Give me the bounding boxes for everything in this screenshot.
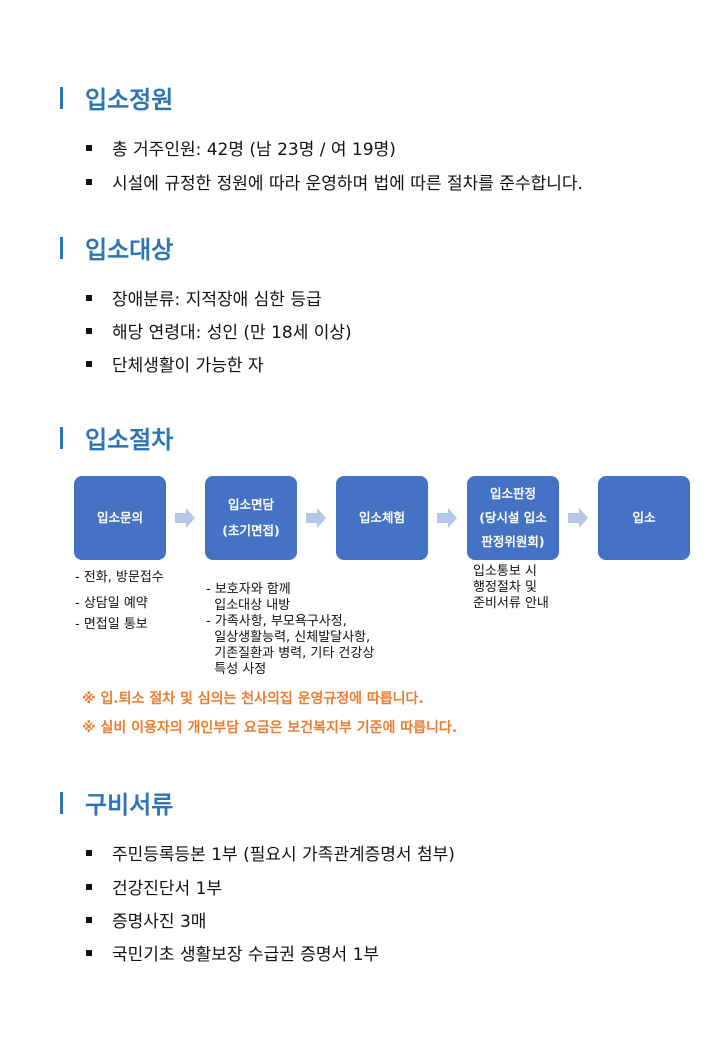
bullet-text: 국민기초 생활보장 수급권 증명서 1부 (112, 945, 380, 965)
bullet-text: 주민등록등본 1부 (필요시 가족관계증명서 첨부) (112, 845, 455, 865)
note-line: 특성 사정 (206, 662, 267, 677)
bullet-text: 해당 연령대: 성인 (만 18세 이상) (112, 323, 352, 343)
heading-text: 입소절차 (85, 426, 174, 454)
note-line: 행정절차 및 (473, 580, 537, 595)
step-label: 입소문의 (96, 510, 143, 525)
bullet-text: 총 거주인원: 42명 (남 23명 / 여 19명) (112, 140, 396, 160)
bullet-item: 시설에 규정한 정원에 따라 운영하며 법에 따른 절차를 준수합니다. (86, 169, 583, 194)
bullet-item: 해당 연령대: 성인 (만 18세 이상) (86, 318, 352, 343)
note-line: - 전화, 방문접수 (75, 570, 164, 585)
heading-text: 입소대상 (85, 236, 174, 264)
bullet-item: 주민등록등본 1부 (필요시 가족관계증명서 첨부) (86, 840, 455, 865)
note-line: - 가족사항, 부모욕구사정, (206, 614, 347, 629)
heading-target: 입소대상 (60, 230, 173, 265)
step-interview: 입소면담 (초기면접) (205, 476, 297, 560)
step-label: 입소판정 (489, 486, 536, 501)
note-line: 일상생활능력, 신체발달사항, (206, 630, 371, 645)
bullet-icon (86, 883, 92, 890)
heading-documents: 구비서류 (60, 785, 173, 820)
bullet-item: 건강진단서 1부 (86, 874, 222, 899)
step-label: 입소체험 (358, 510, 405, 525)
bullet-icon (86, 949, 92, 956)
note-line: 기존질환과 병력, 기타 건강상 (206, 646, 375, 661)
bullet-item: 총 거주인원: 42명 (남 23명 / 여 19명) (86, 135, 396, 160)
bullet-text: 단체생활이 가능한 자 (112, 356, 264, 376)
note-inquiry: - 상담일 예약 (75, 596, 148, 612)
bullet-text: 건강진단서 1부 (112, 879, 223, 899)
remark: ※ 입.퇴소 절차 및 심의는 천사의집 운영규정에 따릅니다. (82, 691, 424, 707)
bullet-icon (86, 144, 92, 151)
bullet-item: 증명사진 3매 (86, 907, 206, 932)
bullet-icon (86, 916, 92, 923)
note-line: 입소통보 시 (473, 564, 537, 579)
step-trial: 입소체험 (336, 476, 428, 560)
heading-text: 구비서류 (85, 791, 174, 819)
note-line: - 면접일 통보 (75, 617, 148, 632)
step-sublabel: 판정위원회) (481, 534, 545, 549)
heading-procedure: 입소절차 (60, 420, 173, 455)
step-sublabel: (당시설 입소 (479, 510, 547, 525)
step-label: 입소면담 (227, 497, 274, 512)
bullet-text: 증명사진 3매 (112, 912, 207, 932)
bullet-text: 시설에 규정한 정원에 따라 운영하며 법에 따른 절차를 준수합니다. (112, 174, 583, 194)
note-line: - 상담일 예약 (75, 596, 148, 611)
note-line: 준비서류 안내 (473, 596, 549, 611)
step-label: 입소 (632, 510, 656, 525)
bullet-icon (86, 294, 92, 301)
heading-bar (60, 791, 63, 814)
note-inquiry: - 전화, 방문접수 (75, 570, 164, 586)
heading-text: 입소정원 (85, 86, 174, 114)
bullet-icon (86, 849, 92, 856)
bullet-icon (86, 360, 92, 367)
step-sublabel: (초기면접) (222, 523, 280, 538)
step-admission: 입소 (598, 476, 690, 560)
step-inquiry: 입소문의 (74, 476, 166, 560)
note-line: - 보호자와 함께 (206, 582, 291, 597)
remark: ※ 실비 이용자의 개인부담 요금은 보건복지부 기준에 따릅니다. (82, 720, 458, 736)
note-interview: - 보호자와 함께 입소대상 내방- 가족사항, 부모욕구사정, 일상생활능력,… (206, 566, 374, 678)
heading-capacity: 입소정원 (60, 80, 173, 115)
bullet-icon (86, 178, 92, 185)
heading-bar (60, 236, 63, 259)
note-line: 입소대상 내방 (206, 598, 291, 613)
note-inquiry: - 면접일 통보 (75, 617, 148, 633)
bullet-item: 국민기초 생활보장 수급권 증명서 1부 (86, 940, 379, 965)
bullet-item: 단체생활이 가능한 자 (86, 351, 264, 376)
bullet-icon (86, 327, 92, 334)
heading-bar (60, 86, 63, 109)
bullet-item: 장애분류: 지적장애 심한 등급 (86, 285, 322, 310)
bullet-text: 장애분류: 지적장애 심한 등급 (112, 290, 322, 310)
heading-bar (60, 426, 63, 449)
